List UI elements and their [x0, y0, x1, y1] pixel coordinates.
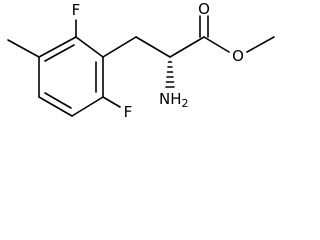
ring-bond-top-left-inner	[44, 44, 75, 62]
amine-label: NH2	[159, 90, 189, 110]
carbonyl-oxygen-label: O	[198, 0, 210, 18]
ring-bond-top-left	[38, 36, 77, 58]
bond-ring-to-fluorine-bottom	[102, 96, 121, 108]
ring-bond-top-right	[75, 36, 104, 58]
bond-ester-oxygen-to-methyl	[246, 36, 275, 53]
bond-ring-to-methyl	[7, 39, 40, 58]
fluorine-top-label: F	[72, 1, 81, 19]
bond-alpha-carbon-to-carbonyl	[169, 36, 205, 58]
bond-ring-to-ch2	[102, 36, 137, 58]
ester-oxygen-label: O	[232, 47, 244, 65]
chemical-structure: F F O O NH2	[7, 0, 275, 121]
ring-bond-bottom-left	[38, 96, 73, 117]
stereo-hashed-wedge-bond	[165, 61, 175, 88]
fluorine-bottom-label: F	[124, 103, 133, 121]
bond-carbonyl-to-ester-oxygen	[203, 36, 230, 53]
ring-bond-bottom-left-inner	[44, 92, 72, 109]
ring-bond-bottom-right	[71, 96, 104, 117]
bond-ch2-to-alpha-carbon	[135, 36, 171, 58]
